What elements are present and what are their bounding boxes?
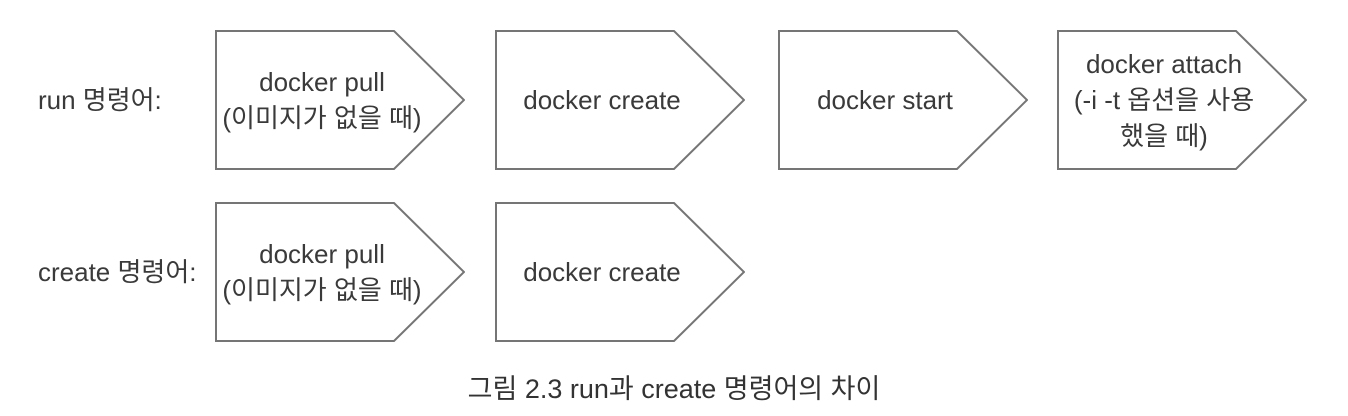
pentagon-arrow-icon (215, 30, 465, 170)
shape-label-line: docker attach (1085, 49, 1243, 79)
arrow-shape-run-docker-start: docker start (778, 30, 1028, 170)
arrow-shape-create-docker-create: docker create (495, 202, 745, 342)
shape-label: docker create (495, 30, 709, 170)
shape-label-line: docker pull (259, 239, 385, 269)
shape-label-line: (-i -t 옵션을 사용 (1073, 85, 1255, 115)
shape-label-line: docker start (817, 85, 953, 115)
pentagon-arrow-icon (778, 30, 1028, 170)
arrow-shape-run-docker-create: docker create (495, 30, 745, 170)
pentagon-arrow-icon (215, 202, 465, 342)
shape-label-line: docker create (523, 257, 681, 287)
shape-label: docker attach (-i -t 옵션을 사용 했을 때) (1057, 30, 1271, 170)
shape-label: docker pull (이미지가 없을 때) (215, 202, 429, 342)
pentagon-arrow-icon (495, 30, 745, 170)
row-label-create: create 명령어: (38, 257, 197, 287)
shape-label: docker pull (이미지가 없을 때) (215, 30, 429, 170)
shape-label-line: (이미지가 없을 때) (222, 103, 422, 133)
shape-label-line: docker create (523, 85, 681, 115)
shape-label-line: (이미지가 없을 때) (222, 275, 422, 305)
pentagon-arrow-icon (495, 202, 745, 342)
row-label-run: run 명령어: (38, 85, 162, 115)
arrow-shape-create-docker-pull: docker pull (이미지가 없을 때) (215, 202, 465, 342)
shape-label: docker create (495, 202, 709, 342)
arrow-shape-run-docker-pull: docker pull (이미지가 없을 때) (215, 30, 465, 170)
figure-caption: 그림 2.3 run과 create 명령어의 차이 (467, 374, 881, 404)
shape-label-line: 했을 때) (1120, 121, 1208, 151)
arrow-shape-run-docker-attach: docker attach (-i -t 옵션을 사용 했을 때) (1057, 30, 1307, 170)
shape-label-line: docker pull (259, 67, 385, 97)
pentagon-arrow-icon (1057, 30, 1307, 170)
shape-label: docker start (778, 30, 992, 170)
